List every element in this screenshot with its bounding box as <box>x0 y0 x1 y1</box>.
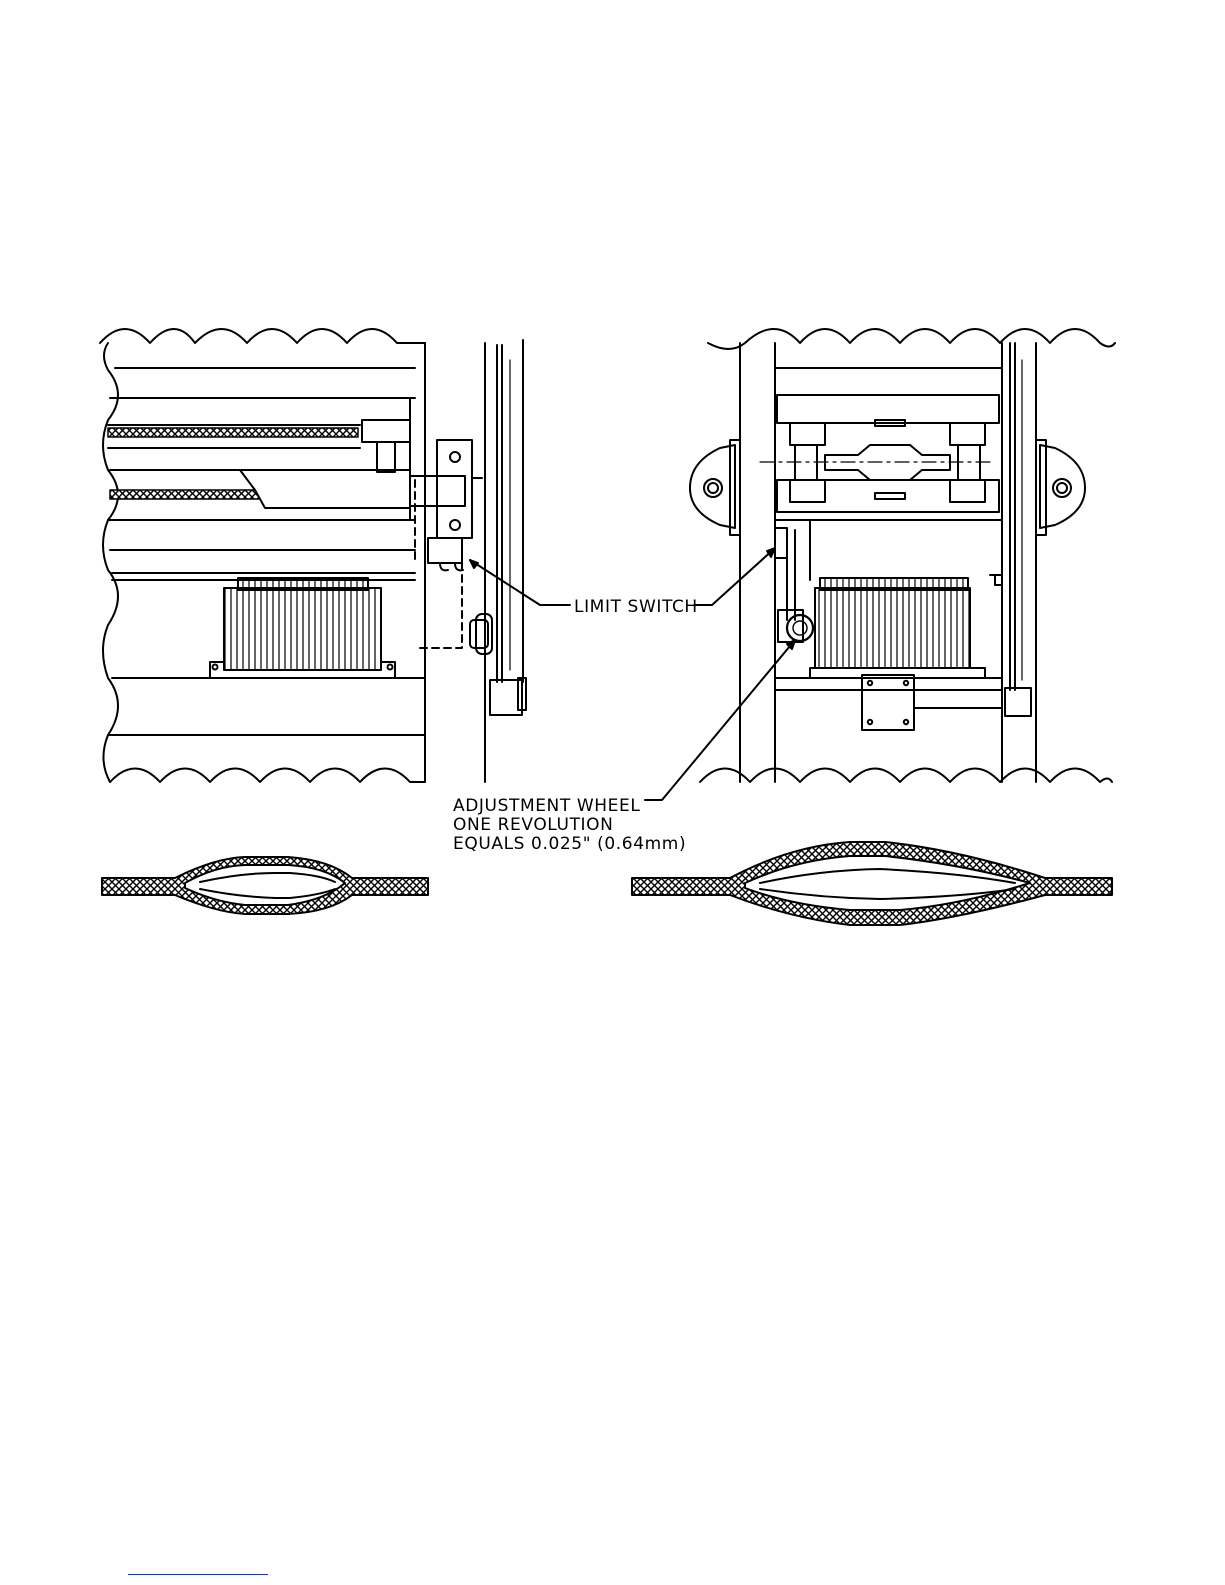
limit-switch-label: LIMIT SWITCH <box>574 598 698 617</box>
right-view-break-line-bottom <box>700 769 1112 783</box>
adjustment-wheel-label: ADJUSTMENT WHEEL ONE REVOLUTION EQUALS 0… <box>453 797 686 854</box>
adjustment-wheel-leader <box>645 640 795 800</box>
left-view <box>100 329 526 782</box>
left-view-break-line-bottom <box>110 769 425 783</box>
left-view-break-line <box>100 329 425 343</box>
right-view <box>690 329 1115 782</box>
braid-wide <box>632 842 1112 925</box>
adjustment-wheel-label-line1: ADJUSTMENT WHEEL <box>453 797 686 816</box>
footer-rule <box>128 1574 268 1575</box>
right-view-break-line <box>708 329 1115 349</box>
left-view-side-waves <box>103 343 118 782</box>
braid-narrow <box>102 857 428 914</box>
adjustment-wheel-label-line3: EQUALS 0.025" (0.64mm) <box>453 835 686 854</box>
adjustment-wheel-label-line2: ONE REVOLUTION <box>453 816 686 835</box>
limit-switch-leader-right <box>695 548 775 605</box>
adjustment-wheel-icon <box>787 615 813 641</box>
